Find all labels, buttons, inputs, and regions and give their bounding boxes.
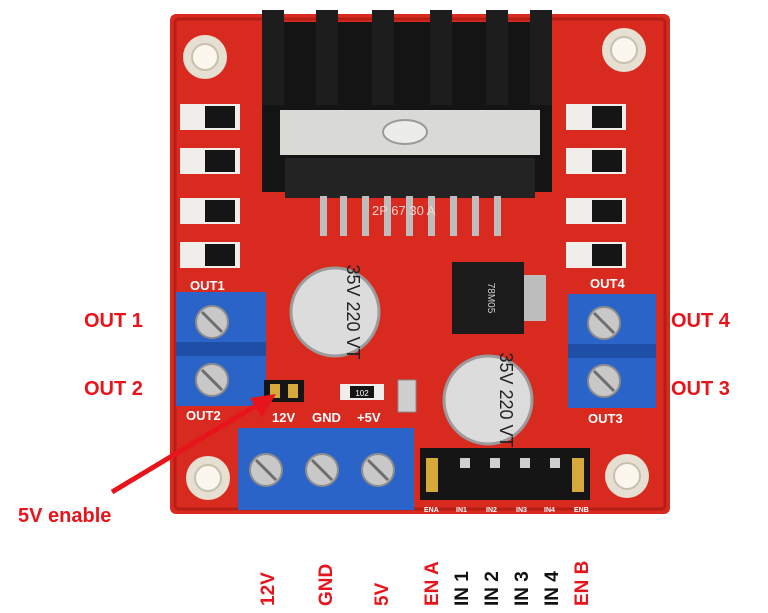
chip-marking: 2P 67 30 A bbox=[372, 203, 436, 218]
resistor: 102 bbox=[340, 384, 384, 400]
silk-out3: OUT3 bbox=[588, 411, 623, 426]
pin-label-12v: 12V bbox=[258, 572, 279, 606]
silk-enb: ENB bbox=[574, 507, 589, 514]
terminal-block-out1-out2 bbox=[176, 292, 266, 406]
label-5v-enable: 5V enable bbox=[18, 505, 112, 527]
silk-out1: OUT1 bbox=[190, 278, 225, 293]
silk-in4: IN4 bbox=[544, 507, 555, 514]
diodes-left bbox=[180, 104, 240, 268]
capacitor-right: 35V 220 VT bbox=[442, 352, 534, 448]
label-out4: OUT 4 bbox=[671, 310, 730, 332]
pin-label-5v: 5V bbox=[372, 582, 393, 606]
label-out2: OUT 2 bbox=[84, 378, 143, 400]
capacitor-right-label: 35V 220 VT bbox=[496, 352, 516, 447]
capacitor-left: 35V 220 VT bbox=[289, 264, 381, 360]
terminal-block-power bbox=[238, 428, 414, 510]
control-header bbox=[420, 448, 590, 500]
led bbox=[397, 379, 417, 413]
capacitor-left-label: 35V 220 VT bbox=[343, 264, 363, 359]
silk-in3: IN3 bbox=[516, 507, 527, 514]
mounting-hole-bottom-left bbox=[186, 456, 230, 500]
driver-chip-pins bbox=[320, 196, 501, 236]
pin-label-enb: EN B bbox=[572, 560, 593, 606]
mounting-hole-top-left bbox=[183, 35, 227, 79]
heatsink bbox=[262, 10, 552, 198]
label-out3: OUT 3 bbox=[671, 378, 730, 400]
pin-label-in1: IN 1 bbox=[452, 571, 473, 606]
mounting-hole-top-right bbox=[602, 28, 646, 72]
resistor-label: 102 bbox=[355, 389, 369, 398]
silk-12v: 12V bbox=[272, 410, 295, 425]
pin-label-in3: IN 3 bbox=[512, 571, 533, 606]
pin-label-ena: EN A bbox=[422, 561, 443, 606]
silk-5v: +5V bbox=[357, 410, 381, 425]
regulator-label: 78M05 bbox=[485, 283, 496, 314]
silk-out4: OUT4 bbox=[590, 276, 625, 291]
mounting-hole-bottom-right bbox=[605, 454, 649, 498]
silk-in1: IN1 bbox=[456, 507, 467, 514]
silk-out2: OUT2 bbox=[186, 408, 221, 423]
silk-gnd: GND bbox=[312, 410, 341, 425]
enable-arrow bbox=[110, 394, 276, 495]
pin-label-in4: IN 4 bbox=[542, 571, 563, 606]
voltage-regulator: 78M05 bbox=[452, 262, 546, 334]
pin-label-gnd: GND bbox=[316, 563, 337, 606]
diodes-right bbox=[566, 104, 626, 268]
silk-ena: ENA bbox=[424, 507, 439, 514]
header-silkscreen: ENA IN1 IN2 IN3 IN4 ENB bbox=[424, 507, 589, 514]
label-out1: OUT 1 bbox=[84, 310, 143, 332]
pin-label-in2: IN 2 bbox=[482, 571, 503, 606]
terminal-block-out3-out4 bbox=[568, 294, 656, 408]
silk-in2: IN2 bbox=[486, 507, 497, 514]
